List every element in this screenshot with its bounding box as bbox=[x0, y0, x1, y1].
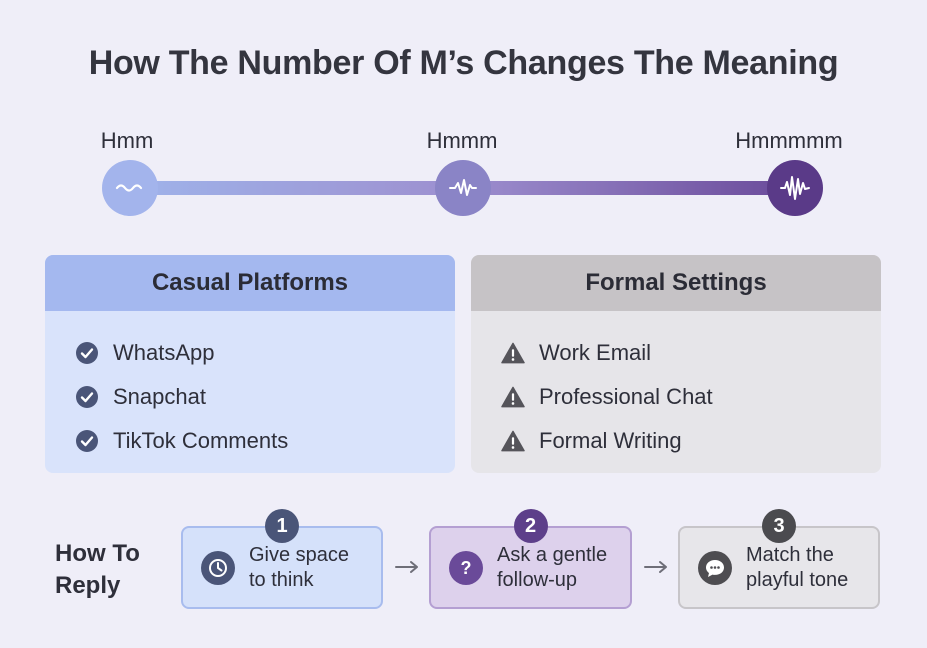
step-text: Match the playful tone bbox=[746, 543, 849, 591]
clock-icon bbox=[201, 550, 235, 585]
step-text: Give space to think bbox=[249, 543, 350, 591]
how-to-reply-label: How To Reply bbox=[55, 540, 140, 599]
reply-step-1: 1 Give space to think bbox=[181, 509, 383, 609]
list-item: WhatsApp bbox=[75, 331, 455, 375]
check-circle-icon bbox=[75, 385, 99, 409]
warning-triangle-icon bbox=[501, 429, 525, 453]
step-text: Ask a gentle follow-up bbox=[497, 543, 608, 591]
intensity-scale: Hmm Hmmm Hmmmmm bbox=[0, 120, 927, 230]
formal-settings-panel: Formal Settings Work Email Professional … bbox=[471, 255, 881, 473]
reply-step-3: 3 Match the playful tone bbox=[678, 509, 880, 609]
step-number-badge: 2 bbox=[513, 509, 548, 543]
chat-bubble-icon bbox=[698, 550, 732, 585]
check-circle-icon bbox=[75, 429, 99, 453]
casual-platforms-panel: Casual Platforms WhatsApp Snapchat TikTo… bbox=[45, 255, 455, 473]
list-item-label: WhatsApp bbox=[113, 340, 215, 365]
reply-step-2: 2 ? Ask a gentle follow-up bbox=[429, 509, 632, 609]
arrow-right-icon bbox=[641, 554, 671, 580]
step-number-badge: 3 bbox=[762, 509, 796, 543]
list-item: Snapchat bbox=[75, 375, 455, 419]
list-item-label: Snapchat bbox=[113, 384, 206, 409]
warning-triangle-icon bbox=[501, 341, 525, 365]
high-wave-icon bbox=[767, 160, 823, 216]
list-item-label: Professional Chat bbox=[539, 384, 713, 409]
list-item-label: Work Email bbox=[539, 340, 652, 365]
list-item: Work Email bbox=[501, 331, 881, 375]
check-circle-icon bbox=[75, 341, 99, 365]
arrow-right-icon bbox=[392, 554, 422, 580]
formal-panel-heading: Formal Settings bbox=[471, 255, 881, 311]
list-item: Professional Chat bbox=[501, 375, 881, 419]
page-title: How The Number Of M’s Changes The Meanin… bbox=[88, 44, 839, 82]
low-wave-icon bbox=[102, 160, 158, 216]
step-number-badge: 1 bbox=[265, 509, 299, 543]
question-icon: ? bbox=[449, 550, 483, 585]
scale-label-hmm: Hmm bbox=[100, 128, 154, 153]
scale-label-hmmm: Hmmm bbox=[426, 128, 498, 153]
casual-panel-heading: Casual Platforms bbox=[45, 255, 455, 311]
warning-triangle-icon bbox=[501, 385, 525, 409]
list-item-label: TikTok Comments bbox=[113, 428, 289, 453]
list-item-label: Formal Writing bbox=[539, 428, 682, 453]
medium-wave-icon bbox=[435, 160, 491, 216]
svg-text:?: ? bbox=[461, 558, 472, 578]
list-item: TikTok Comments bbox=[75, 419, 455, 463]
list-item: Formal Writing bbox=[501, 419, 881, 463]
scale-label-hmmmmm: Hmmmmm bbox=[735, 128, 843, 153]
